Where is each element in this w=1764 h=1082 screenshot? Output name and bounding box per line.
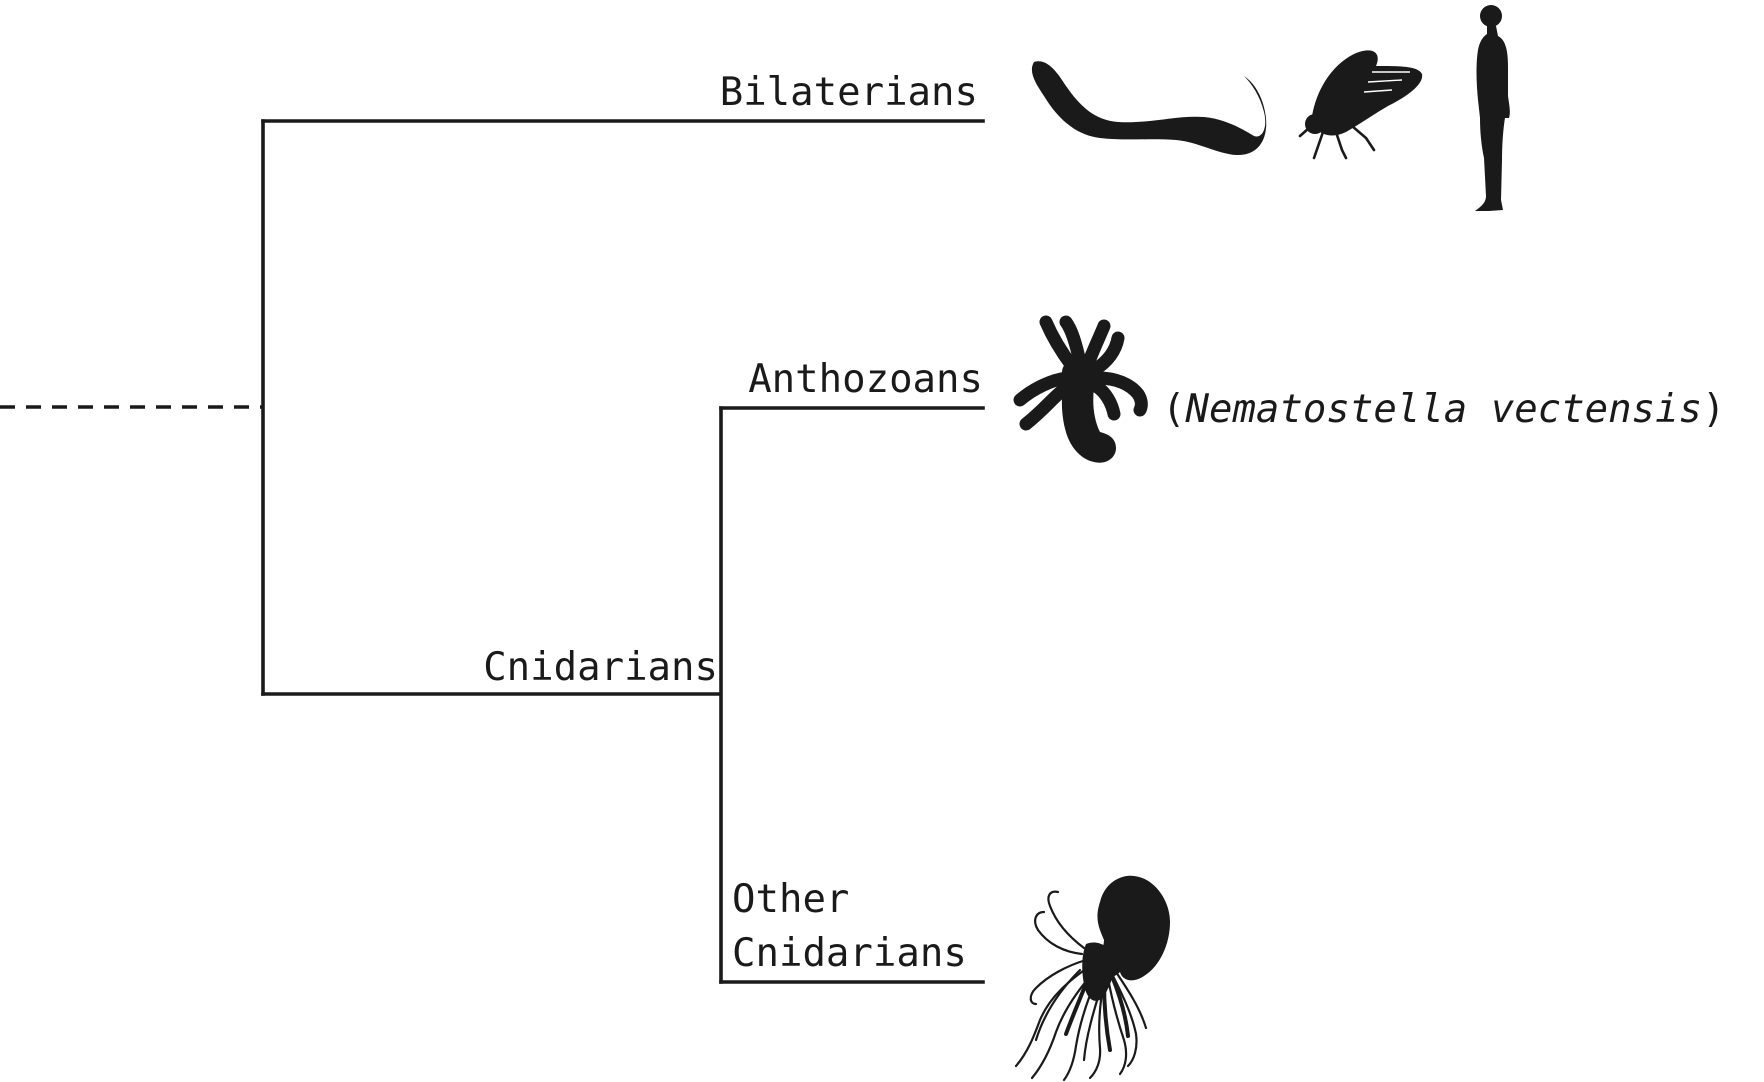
cnidarians-label: Cnidarians <box>483 645 718 690</box>
worm-icon <box>1031 61 1267 156</box>
anthozoans-label: Anthozoans <box>748 357 983 402</box>
species-annotation: (Nematostella vectensis) <box>1162 387 1726 432</box>
species-paren-close: ) <box>1702 387 1725 432</box>
other-cnidarians-label-line1: Other <box>732 877 849 922</box>
fly-icon <box>1298 50 1423 160</box>
sea-anemone-icon <box>1013 315 1148 463</box>
species-paren-open: ( <box>1162 387 1185 432</box>
jellyfish-icon <box>1014 875 1170 1082</box>
species-name: Nematostella vectensis <box>1184 387 1702 432</box>
human-icon <box>1475 5 1510 211</box>
bilaterians-label: Bilaterians <box>720 70 978 115</box>
other-cnidarians-label-line2: Cnidarians <box>732 931 967 976</box>
